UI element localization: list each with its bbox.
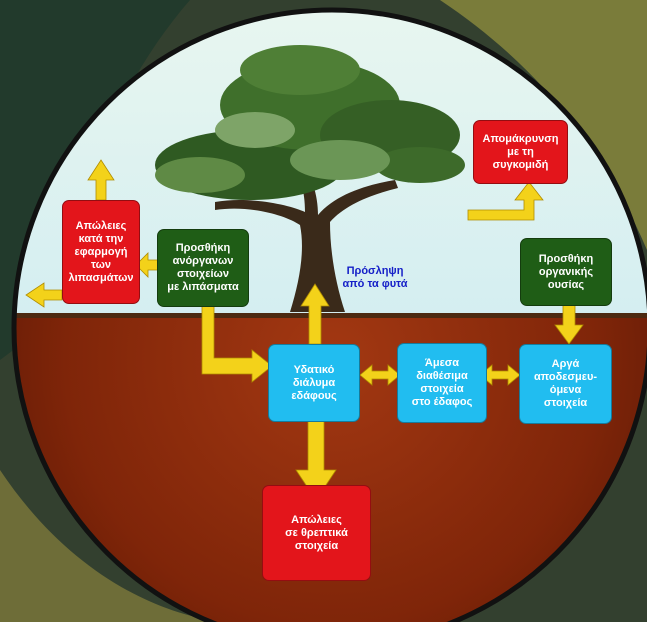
tree-icon xyxy=(155,45,465,312)
removal-harvest-box: Απομάκρυνση με τη συγκομιδή xyxy=(473,120,568,184)
arrow-losses-left xyxy=(25,282,63,308)
arrow-uptake xyxy=(300,283,330,345)
arrow-losses-up xyxy=(87,159,115,201)
background-shape-bottom xyxy=(0,470,220,622)
organic-addition-box: Προσθήκη οργανικής ουσίας xyxy=(520,238,612,306)
available-nutrients-box: Άμεσα διαθέσιμα στοιχεία στο έδαφος xyxy=(397,343,487,423)
arrow-to-harvest xyxy=(467,181,544,221)
inorganic-addition-box: Προσθήκη ανόργανων στοιχείων με λιπάσματ… xyxy=(157,229,249,307)
plant-uptake-label: Πρόσληψη από τα φυτά xyxy=(342,265,408,290)
arrow-fertilizer-to-solution xyxy=(201,305,273,383)
soil-area xyxy=(14,316,647,622)
nutrient-losses-box: Απώλειες σε θρεπτικά στοιχεία xyxy=(262,485,371,581)
fertilizer-losses-box: Απώλειες κατά την εφαρμογή των λιπασμάτω… xyxy=(62,200,140,304)
soil-solution-box: Υδατικό διάλυμα εδάφους xyxy=(268,344,360,422)
arrow-organic-to-slow xyxy=(554,304,584,345)
arrow-inorganic-to-losses xyxy=(135,252,159,278)
slow-release-box: Αργά αποδεσμευ- όμενα στοιχεία xyxy=(519,344,612,424)
circle-border xyxy=(11,7,647,622)
ground-line xyxy=(14,313,647,318)
background-shape-right xyxy=(440,0,647,250)
arrow-icon xyxy=(25,159,584,501)
